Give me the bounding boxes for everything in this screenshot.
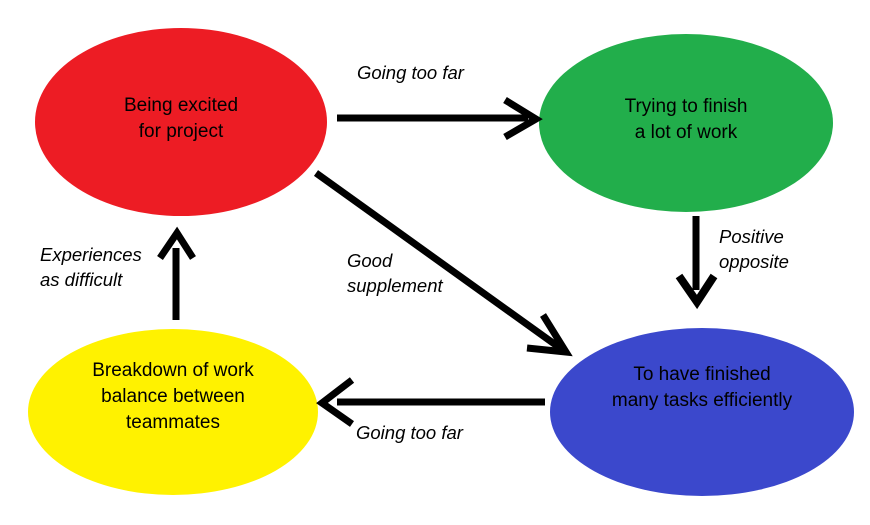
- node-finished[interactable]: [550, 328, 854, 496]
- edge-breakdown-to-excited: [157, 226, 196, 320]
- edge-excited-to-trying: [337, 97, 543, 141]
- edge-label-finished-to-breakdown: Going too far: [356, 422, 463, 443]
- node-breakdown[interactable]: [28, 329, 318, 495]
- edge-label-excited-to-finished: Good supplement: [347, 250, 443, 296]
- edge-trying-to-finished: [675, 216, 718, 310]
- edge-label-trying-to-finished: Positive opposite: [719, 226, 789, 272]
- edge-label-breakdown-to-excited: Experiences as difficult: [40, 244, 142, 290]
- edge-finished-to-breakdown: [316, 377, 545, 427]
- edge-label-excited-to-trying: Going too far: [357, 62, 464, 83]
- edge-excited-to-finished: [313, 170, 573, 357]
- node-trying[interactable]: [539, 34, 833, 212]
- node-excited[interactable]: [35, 28, 327, 216]
